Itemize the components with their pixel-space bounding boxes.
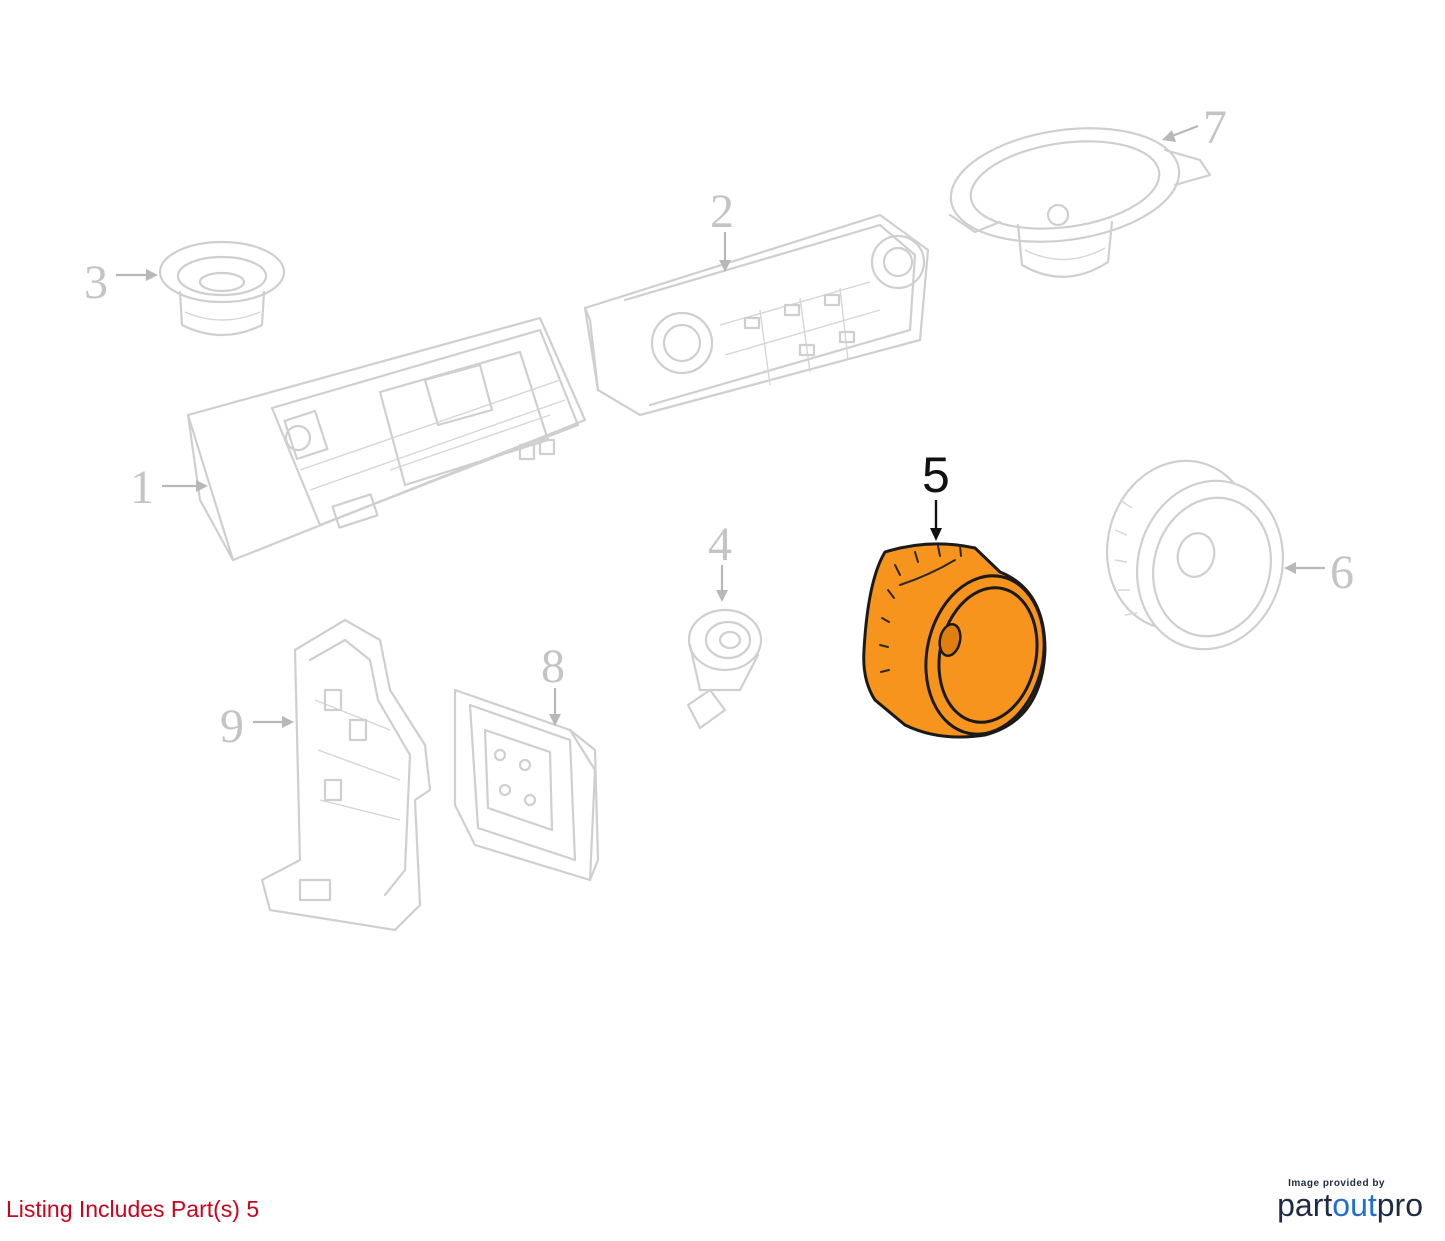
part-5-speaker-highlighted[interactable]: [862, 542, 1059, 745]
image-credit: Image provided by partoutpro: [1277, 1178, 1423, 1224]
callout-label-6: 6: [1330, 546, 1354, 599]
part-2-control-panel[interactable]: [583, 213, 930, 417]
callout-label-7: 7: [1203, 101, 1227, 154]
credit-provided-by: Image provided by: [1288, 1178, 1385, 1189]
part-3-tweeter[interactable]: [158, 240, 286, 337]
callout-arrows: [116, 124, 1325, 728]
part-4-speaker-bracket[interactable]: [686, 608, 763, 730]
part-7-speaker-ring[interactable]: [943, 115, 1212, 278]
callout-label-4: 4: [708, 518, 732, 571]
brand-pro: pro: [1376, 1187, 1423, 1223]
brand-logo: partoutpro: [1277, 1187, 1423, 1224]
callout-label-2: 2: [710, 185, 734, 238]
part-1-radio-unit[interactable]: [186, 316, 587, 562]
part-8-amplifier[interactable]: [453, 688, 600, 882]
part-6-speaker[interactable]: [1088, 444, 1301, 665]
callout-label-9: 9: [220, 700, 244, 753]
listing-note: Listing Includes Part(s) 5: [6, 1196, 260, 1222]
callout-label-3: 3: [84, 256, 108, 309]
brand-part: part: [1277, 1187, 1333, 1223]
callout-label-5: 5: [922, 447, 950, 503]
brand-out: out: [1332, 1187, 1377, 1223]
callout-label-1: 1: [130, 461, 154, 514]
part-9-bracket[interactable]: [260, 618, 432, 932]
callout-label-8: 8: [541, 640, 565, 693]
